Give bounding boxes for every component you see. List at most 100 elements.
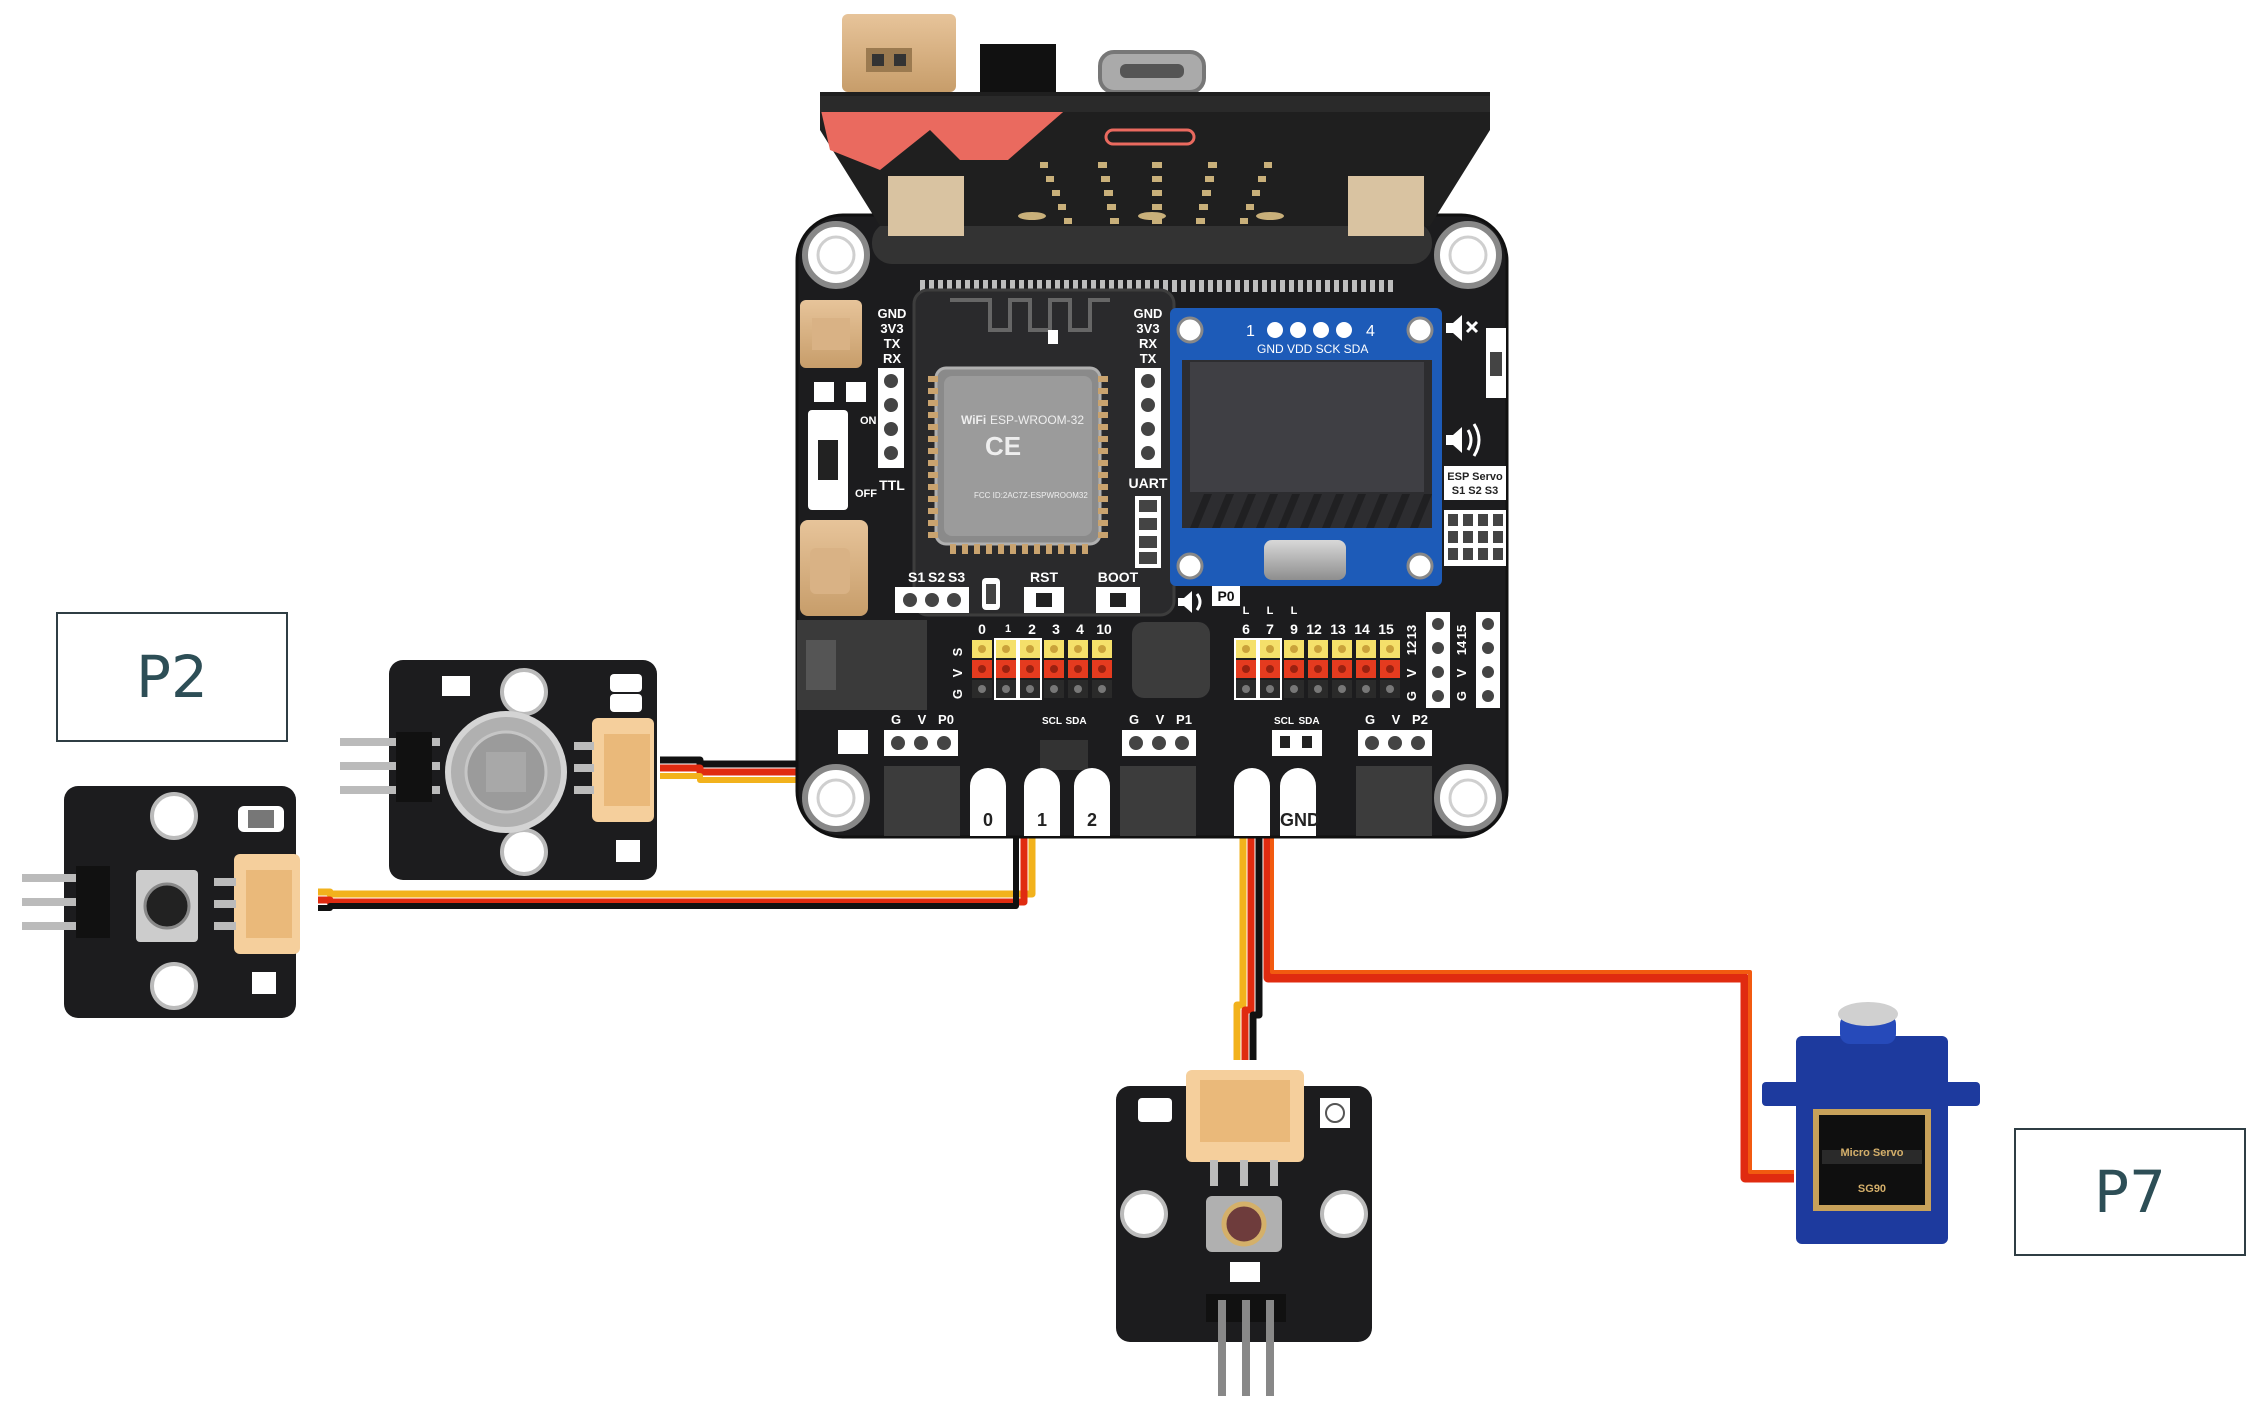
header-left: 0 1 2 3 4 10 [972,621,1112,700]
uart-right: GND 3V3 RX TX UART [1129,306,1168,568]
svg-text:1: 1 [1005,623,1011,635]
led-module [1116,1070,1372,1396]
speaker-on-icon [1446,423,1481,457]
svg-text:ESP-WROOM-32: ESP-WROOM-32 [990,413,1084,427]
servo-motor: Micro Servo SG90 [1762,1002,1980,1244]
uart-left: GND 3V3 TX RX TTL [878,306,907,493]
svg-text:ESP Servo: ESP Servo [1447,471,1503,483]
svg-text:S: S [950,647,965,656]
svg-text:4: 4 [1366,323,1375,340]
svg-text:G: G [891,712,901,727]
svg-text:WiFi: WiFi [961,413,986,427]
svg-text:GND: GND [878,306,907,321]
microbit [820,14,1490,236]
svg-text:RX: RX [883,351,901,366]
button-strip: S1 S2 S3 RST BOOT [895,569,1140,613]
esp-servo-header [1444,510,1506,566]
esp32-module: WiFi ESP-WROOM-32 CE FCC ID:2AC7Z-ESPWRO… [912,288,1176,617]
expansion-board: ON OFF GND 3V3 TX RX TTL WiFi ESP-WROOM-… [795,213,1509,839]
svg-text:FCC ID:2AC7Z-ESPWROOM32: FCC ID:2AC7Z-ESPWROOM32 [974,491,1088,500]
svg-text:V: V [1404,668,1419,677]
svg-text:12: 12 [1404,641,1419,655]
svg-text:3V3: 3V3 [880,321,903,336]
svg-text:V: V [1156,712,1165,727]
svg-text:14: 14 [1454,640,1469,655]
edge-label-1: 1 [1037,810,1047,830]
svg-text:6: 6 [1242,621,1250,637]
microbit-button-b[interactable] [1348,176,1424,236]
led-wire [1233,690,1263,1060]
edge-label-gnd: GND [1280,810,1320,830]
svg-text:G: G [1365,712,1375,727]
svg-text:13: 13 [1330,621,1346,637]
svg-text:P0: P0 [938,712,954,727]
buzzer [1132,622,1210,698]
svg-text:V: V [1454,668,1469,677]
gvp2-header: G V P2 [1358,712,1432,756]
gvp0-header: G V P0 [838,712,958,756]
svg-text:V: V [918,712,927,727]
svg-text:9: 9 [1290,621,1298,637]
svg-text:RST: RST [1030,569,1058,585]
svg-text:G: G [1404,691,1419,701]
edge-label-0: 0 [983,810,993,830]
i2c-header: SCL SDA SCL SDA [1042,716,1322,756]
svg-text:S2: S2 [928,569,945,585]
svg-text:G: G [1129,712,1139,727]
svg-text:TTL: TTL [879,477,905,493]
svg-text:UART: UART [1129,475,1168,491]
svg-text:V: V [1392,712,1401,727]
svg-text:TX: TX [884,336,901,351]
svg-text:4: 4 [1076,621,1084,637]
oled-display: 1 4 GND VDD SCK SDA [1170,308,1442,586]
svg-text:13: 13 [1404,625,1419,639]
svg-text:CE: CE [985,431,1021,461]
pin-label-p7: P7 [2014,1128,2246,1256]
edge-slot-pins [920,280,1393,292]
edge-pads: 0 1 2 GND [884,740,1432,836]
svg-text:GND VDD SCK SDA: GND VDD SCK SDA [1257,342,1368,356]
microbit-button-a[interactable] [888,176,964,236]
svg-text:2: 2 [1028,621,1036,637]
svg-text:P0: P0 [1217,588,1234,604]
svg-text:12: 12 [1306,621,1322,637]
svg-text:SDA: SDA [1065,716,1086,727]
svg-text:L: L [1267,605,1274,617]
svg-text:P1: P1 [1176,712,1192,727]
svg-text:3V3: 3V3 [1136,321,1159,336]
pin-label-p2: P2 [56,612,288,742]
svg-text:BOOT: BOOT [1098,569,1139,585]
svg-text:RX: RX [1139,336,1157,351]
pir-sensor-module [340,660,657,880]
svg-text:TX: TX [1140,351,1157,366]
svg-text:7: 7 [1266,621,1274,637]
svg-text:15: 15 [1454,625,1469,639]
switch-on-label: ON [860,415,877,427]
esp-servo-label-plate [1444,466,1506,500]
svg-text:S1 S2 S3: S1 S2 S3 [1452,485,1498,497]
svg-text:SDA: SDA [1298,716,1319,727]
svg-text:10: 10 [1096,621,1112,637]
svg-text:GND: GND [1134,306,1163,321]
svg-text:0: 0 [978,621,986,637]
svg-text:SG90: SG90 [1858,1183,1886,1195]
edge-label-2: 2 [1087,810,1097,830]
button-module [22,786,300,1018]
svg-text:G: G [1454,691,1469,701]
svg-text:G: G [950,689,965,699]
svg-text:SCL: SCL [1274,716,1294,727]
wires [318,690,1794,1183]
header-right: L L L 6 7 9 12 13 14 15 [1234,605,1400,700]
svg-text:Micro Servo: Micro Servo [1841,1147,1904,1159]
svg-text:1: 1 [1246,323,1255,340]
gvp1-header: G V P1 [1122,712,1196,756]
svg-text:15: 15 [1378,621,1394,637]
push-button[interactable] [143,882,191,930]
mounting-holes [802,221,1502,832]
svg-text:SCL: SCL [1042,716,1062,727]
svg-text:14: 14 [1354,621,1370,637]
speaker-mute-icon [1446,315,1479,341]
svg-text:V: V [950,668,965,677]
svg-text:3: 3 [1052,621,1060,637]
